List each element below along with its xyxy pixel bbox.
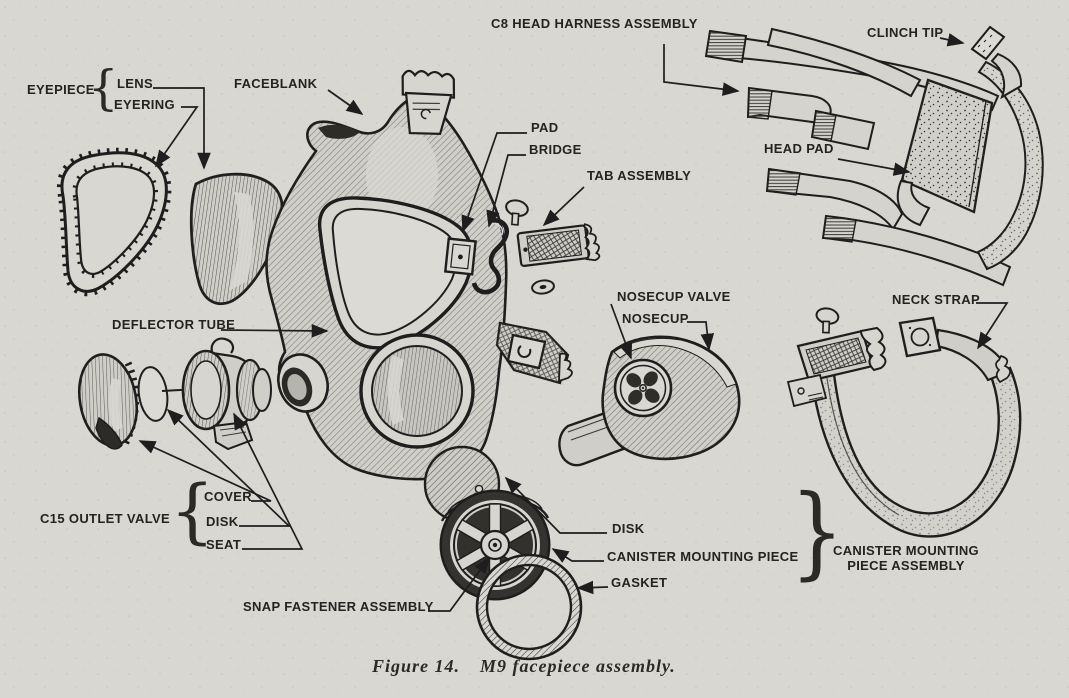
label-c15-outlet-valve: C15 OUTLET VALVE [40,511,171,526]
label-lens: LENS [117,76,154,91]
lens-part [189,172,284,306]
label-pad: PAD [531,120,559,135]
head-harness-part [704,25,1044,287]
nosecup-part [558,335,741,467]
label-eyering: EYERING [114,97,175,112]
gasket-part [475,553,583,661]
label-deflector-tube: DEFLECTOR TUBE [112,317,236,332]
eyepiece-brace: { [88,60,119,116]
label-clinch-tip: CLINCH TIP [867,25,944,40]
label-cover: COVER [204,489,252,504]
label-nosecup-valve: NOSECUP VALVE [617,289,731,304]
label-c8-head-harness-assembly: C8 HEAD HARNESS ASSEMBLY [491,16,698,31]
leader-lines [138,33,1009,612]
tab-assembly-part [505,199,601,295]
label-tab-assembly: TAB ASSEMBLY [587,168,692,183]
eyering-part [56,147,172,297]
caption-title: M9 facepiece assembly. [480,656,676,676]
caption-figure-number: Figure 14. [372,656,461,676]
label-head-pad: HEAD PAD [764,141,834,156]
label-disk-canister: DISK [612,521,645,536]
label-disk-outlet: DISK [206,514,239,529]
label-gasket: GASKET [611,575,668,590]
label-neck-strap: NECK STRAP [892,292,981,307]
label-nosecup: NOSECUP [622,311,689,326]
label-bridge: BRIDGE [529,142,582,157]
faceblank-part [265,69,573,481]
canister-assembly-brace: } [790,473,845,590]
label-faceblank: FACEBLANK [234,76,318,91]
figure-caption: Figure 14. M9 facepiece assembly. [372,656,676,677]
label-snap-fastener-assembly: SNAP FASTENER ASSEMBLY [243,599,434,614]
label-canister-mounting-piece-assembly: CANISTER MOUNTING PIECE ASSEMBLY [833,543,979,573]
label-canister-mounting-piece: CANISTER MOUNTING PIECE [607,549,799,564]
label-seat: SEAT [206,537,242,552]
outlet-valve-brace: { [170,470,215,552]
label-eyepiece: EYEPIECE [27,82,95,97]
neck-strap-part [786,307,1022,538]
